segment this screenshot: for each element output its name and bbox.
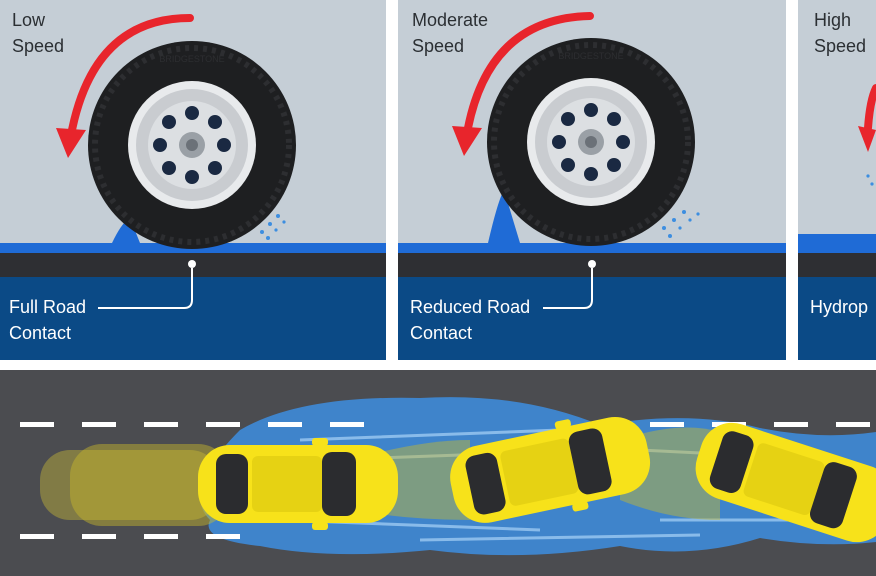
rotation-arrow-icon bbox=[452, 12, 594, 156]
water-splash-icon bbox=[488, 190, 520, 243]
water-splash-icon bbox=[112, 218, 140, 243]
tire-brand-text: BRIDGESTONE bbox=[159, 54, 224, 64]
tire-brand-text: BRIDGESTONE bbox=[558, 51, 623, 61]
contact-label: Reduced Road Contact bbox=[410, 297, 531, 343]
car-icon bbox=[198, 438, 398, 530]
high-speed-illustration bbox=[798, 84, 876, 360]
water-layer bbox=[798, 234, 876, 253]
contact-label: Full Road Contact bbox=[9, 297, 87, 343]
contact-label: Hydrop bbox=[810, 297, 869, 317]
rotation-arrow-icon bbox=[858, 84, 876, 152]
car-icon bbox=[450, 416, 651, 523]
tire-icon bbox=[487, 38, 695, 246]
water-droplets bbox=[662, 210, 700, 238]
rotation-arrow-icon bbox=[56, 14, 194, 158]
panel-low-speed: BRIDGESTONE Low Speed Full Road Contact bbox=[0, 0, 386, 360]
speed-label: High Speed bbox=[814, 10, 867, 56]
low-speed-illustration: BRIDGESTONE bbox=[0, 14, 386, 360]
speed-label: Low Speed bbox=[12, 10, 65, 56]
water-droplets bbox=[866, 174, 874, 186]
car-icon bbox=[695, 422, 876, 543]
speed-label: Moderate Speed bbox=[412, 10, 489, 56]
water-droplets bbox=[260, 214, 286, 240]
hydroplaning-illustration bbox=[20, 397, 876, 556]
water-layer bbox=[398, 243, 786, 253]
panel-moderate-speed: BRIDGESTONE Moderate Speed Reduced Road … bbox=[398, 0, 786, 360]
panel-high-speed: High Speed Hydrop bbox=[798, 0, 876, 360]
moderate-speed-illustration: BRIDGESTONE bbox=[398, 12, 786, 360]
tire-icon bbox=[88, 41, 296, 249]
highway-scene bbox=[0, 370, 876, 576]
